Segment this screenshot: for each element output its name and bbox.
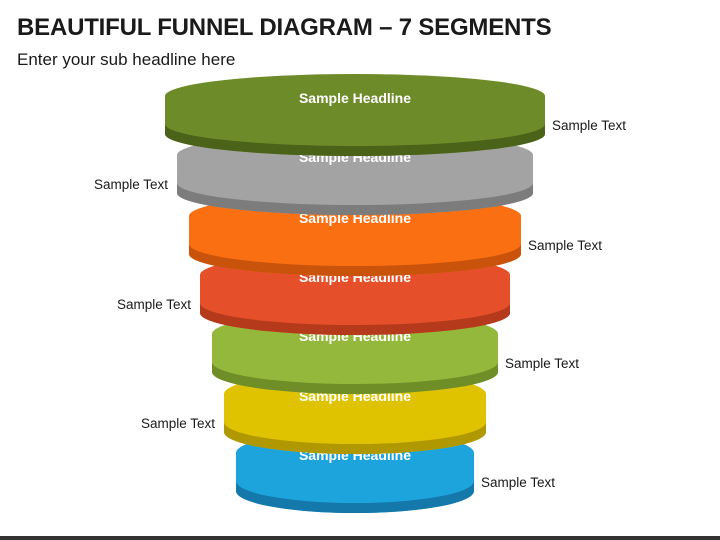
segment-side-text-3: Sample Text (528, 238, 603, 253)
segment-side-text-1: Sample Text (552, 118, 627, 133)
segment-headline: Sample Headline (299, 90, 411, 106)
segment-rim (224, 422, 486, 454)
segment-top (165, 74, 545, 118)
segment-rim (177, 183, 533, 215)
footer-bar (0, 536, 720, 540)
funnel-segment-1: Sample Headline (165, 74, 545, 156)
segment-side-text-2: Sample Text (93, 177, 168, 192)
segment-rim (212, 362, 498, 394)
segment-rim (200, 303, 510, 335)
segment-side-text-4: Sample Text (116, 297, 191, 312)
segment-rim (236, 481, 474, 513)
slide-subtitle: Enter your sub headline here (17, 50, 236, 69)
segment-side-text-5: Sample Text (505, 356, 580, 371)
slide-title: BEAUTIFUL FUNNEL DIAGRAM – 7 SEGMENTS (17, 14, 552, 41)
segment-side-text-7: Sample Text (481, 475, 556, 490)
segment-rim (165, 124, 545, 156)
segment-side-text-6: Sample Text (140, 416, 215, 431)
segment-rim (189, 244, 521, 276)
